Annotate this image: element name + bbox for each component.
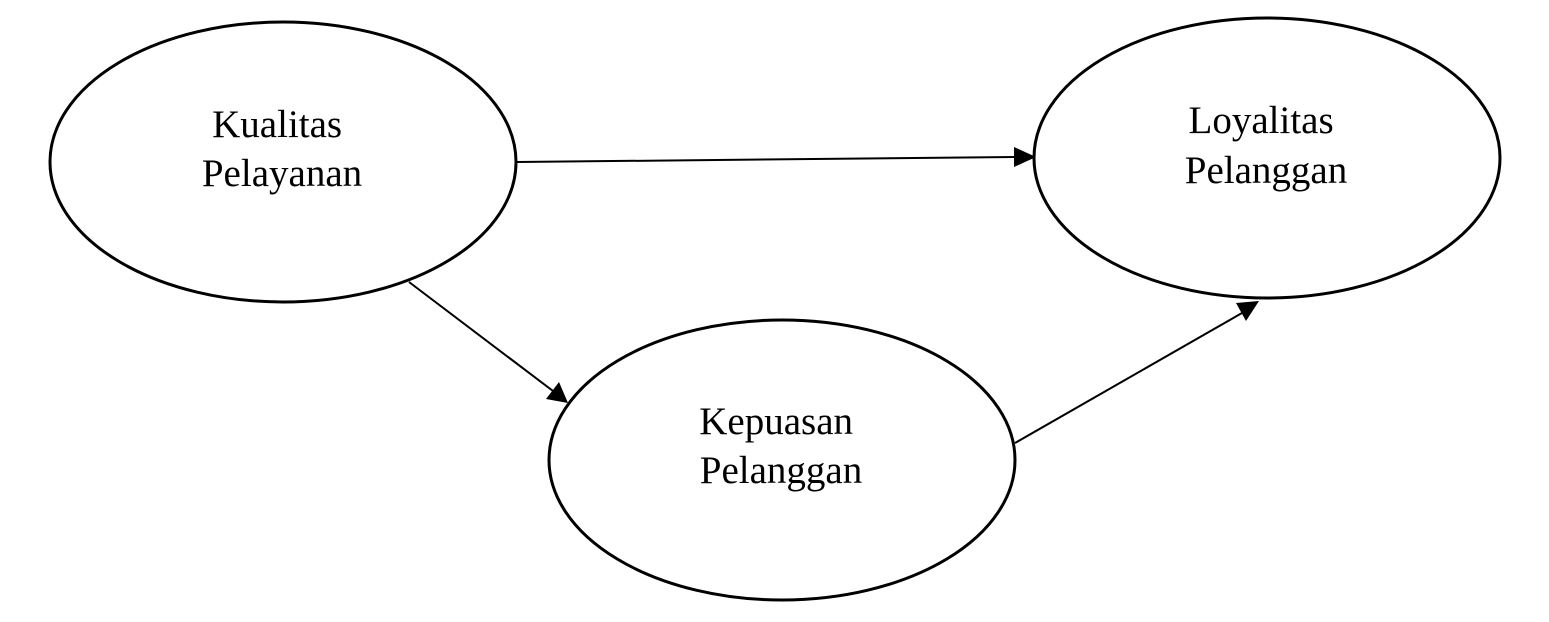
node-kepuasan-pelanggan: Kepuasan Pelanggan [547,318,1017,602]
node-label: Kualitas Pelayanan [202,103,362,195]
edges [408,147,1259,444]
edge-kualitas-to-kepuasan [408,281,554,392]
edge-kepuasan-to-loyalitas [1014,312,1243,444]
node-label-line-2: Pelanggan [1185,149,1347,192]
node-kualitas-pelayanan: Kualitas Pelayanan [48,20,518,304]
node-label-line-1: Kepuasan [699,400,853,443]
node-label-line-1: Kualitas [212,103,342,146]
edge-kualitas-to-loyalitas [516,156,1016,163]
node-ellipse [48,20,518,304]
node-ellipse [547,318,1017,602]
node-loyalitas-pelanggan: Loyalitas Pelanggan [1032,16,1502,300]
node-label-line-2: Pelanggan [700,449,862,492]
arrowhead-kepuasan-to-loyalitas [1236,301,1259,321]
node-ellipse [1032,16,1502,300]
arrowhead-kualitas-to-loyalitas [1014,147,1036,167]
node-label-line-1: Loyalitas [1189,99,1334,142]
node-label: Kepuasan Pelanggan [699,400,863,492]
node-label: Loyalitas Pelanggan [1185,99,1347,192]
arrowhead-kualitas-to-kepuasan [546,382,568,403]
node-label-line-2: Pelayanan [202,152,362,195]
